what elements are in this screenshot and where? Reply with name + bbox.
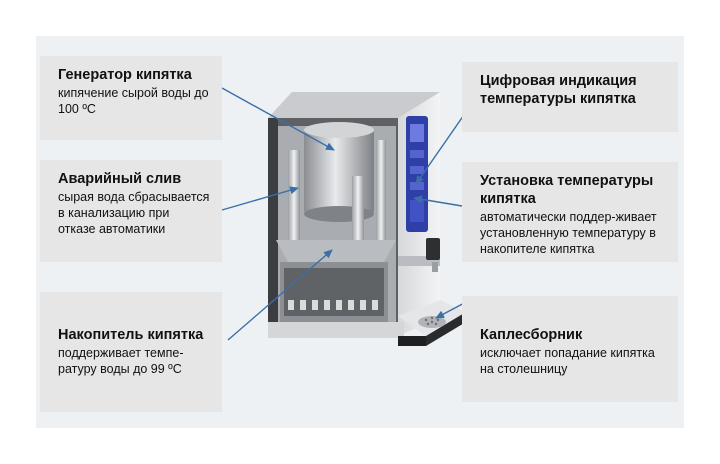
callout-title: Аварийный слив — [58, 171, 182, 187]
arrow-storage — [227, 249, 333, 341]
callout-drain: Аварийный слив сырая вода сбрасывается в… — [40, 160, 222, 262]
arrow-setting — [413, 195, 463, 207]
callout-desc: автоматически поддер-живает установленну… — [480, 210, 657, 256]
drain-pipe — [288, 150, 300, 240]
callout-desc: поддерживает темпе-ратуру воды до 99 ºС — [58, 346, 184, 376]
callout-storage: Накопитель кипятка поддерживает темпе-ра… — [40, 292, 222, 412]
arrow-generator — [221, 87, 335, 151]
callout-desc: кипячение сырой воды до 100 ºС — [58, 86, 209, 116]
callout-desc: сырая вода сбрасывается в канализацию пр… — [58, 190, 210, 236]
storage-shelf — [276, 240, 396, 262]
callout-desc: исключает попадание кипятка на столешниц… — [480, 346, 655, 376]
callout-setting: Установка температуры кипятка автоматиче… — [462, 162, 678, 262]
callout-title: Накопитель кипятка — [58, 327, 204, 343]
arrow-display — [415, 111, 467, 185]
housing-top — [268, 92, 440, 120]
tap-handle — [426, 238, 440, 260]
callout-drip: Каплесборник исключает попадание кипятка… — [462, 296, 678, 402]
tap-spout — [398, 256, 440, 266]
callout-title: Генератор кипятка — [58, 67, 192, 83]
callout-title: Установка температуры кипятка — [480, 173, 654, 207]
callout-display: Цифровая индикация температуры кипятка — [462, 62, 678, 132]
arrow-drain — [221, 186, 299, 211]
callout-generator: Генератор кипятка кипячение сырой воды д… — [40, 56, 222, 140]
callout-title: Каплесборник — [480, 327, 583, 343]
callout-title: Цифровая индикация температуры кипятка — [480, 73, 637, 107]
